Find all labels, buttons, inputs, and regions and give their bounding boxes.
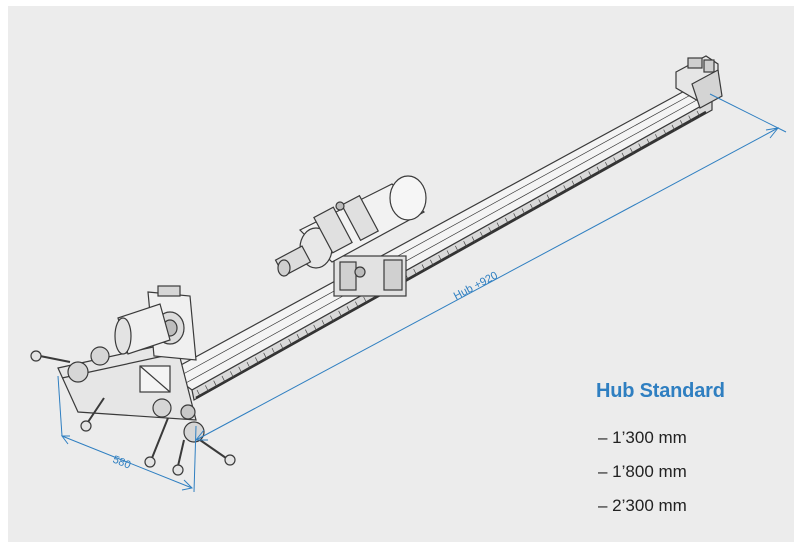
dimension-width	[57, 375, 194, 491]
rack-tooth	[271, 347, 276, 355]
rack-tooth	[580, 175, 584, 183]
rack-tooth	[338, 310, 342, 318]
dimension-stroke	[193, 93, 787, 493]
rack-tooth	[221, 375, 226, 383]
rack-tooth	[321, 320, 326, 327]
rack-tooth	[355, 301, 359, 308]
rack-tooth	[463, 241, 467, 248]
rack-tooth	[213, 380, 217, 387]
rack-tooth	[205, 385, 209, 392]
rack-tooth	[330, 315, 334, 322]
rack-tooth	[663, 129, 667, 136]
hub-length-item: – 2’300 mm	[598, 496, 687, 515]
rack-tooth	[455, 245, 459, 253]
rack-tooth	[613, 157, 617, 164]
width-dimension-label: 580	[111, 454, 133, 472]
rack-tooth	[680, 120, 684, 127]
hub-length-item: – 1’800 mm	[598, 462, 687, 481]
base-clamp	[30, 285, 236, 476]
rack-tooth	[446, 250, 451, 257]
rack-tooth	[280, 343, 284, 350]
rack-tooth	[488, 227, 492, 234]
rack-tooth	[288, 338, 292, 346]
rack-tooth	[246, 361, 251, 369]
rack-tooth	[238, 366, 242, 373]
motor-carriage	[274, 175, 427, 297]
rack-tooth	[255, 357, 259, 364]
hub-length-item: – 1’300 mm	[598, 428, 687, 447]
rack-tooth	[646, 138, 651, 146]
rack-tooth	[546, 194, 551, 201]
rack-tooth	[530, 203, 534, 211]
rack-tooth	[263, 352, 267, 359]
rack-tooth	[638, 143, 642, 150]
rack-tooth	[621, 152, 626, 160]
rack-tooth	[496, 222, 501, 229]
rack-tooth	[296, 334, 301, 341]
rack-tooth	[571, 180, 576, 187]
rack-tooth	[346, 306, 351, 313]
rack-tooth	[413, 268, 417, 276]
rack-tooth	[696, 110, 701, 118]
rack-tooth	[671, 124, 676, 132]
rack-tooth	[505, 217, 509, 225]
rack	[195, 110, 707, 400]
rack-tooth	[480, 231, 484, 239]
rack-tooth	[630, 148, 634, 155]
rail-end-cap	[675, 55, 723, 109]
rail	[166, 87, 714, 401]
rack-tooth	[421, 264, 426, 271]
rack-tooth	[471, 236, 476, 243]
rack-tooth	[688, 115, 692, 122]
hub-standard-title: Hub Standard	[596, 380, 725, 402]
rack-tooth	[605, 161, 609, 169]
rack-tooth	[305, 329, 309, 336]
rack-tooth	[430, 259, 434, 266]
rack-tooth	[438, 254, 442, 262]
rack-tooth	[596, 166, 601, 173]
rack-tooth	[588, 171, 592, 178]
rack-tooth	[513, 213, 517, 220]
stroke-dimension-label: Hub +920	[452, 270, 500, 303]
rack-tooth	[563, 185, 567, 192]
rack-tooth	[655, 134, 659, 141]
rack-tooth	[555, 189, 559, 197]
rack-tooth	[363, 296, 367, 304]
rack-tooth	[230, 371, 234, 378]
rack-tooth	[521, 208, 526, 215]
rack-tooth	[196, 389, 201, 397]
hub-length-list: – 1’300 mm – 1’800 mm – 2’300 mm	[598, 428, 687, 530]
rack-tooth	[313, 324, 317, 332]
rack-tooth	[538, 199, 542, 206]
